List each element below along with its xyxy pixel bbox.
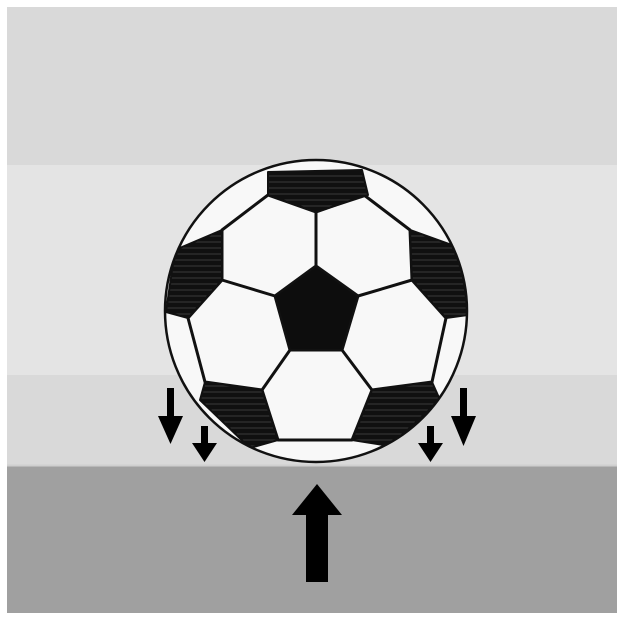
soccer-ball-icon — [165, 160, 468, 462]
